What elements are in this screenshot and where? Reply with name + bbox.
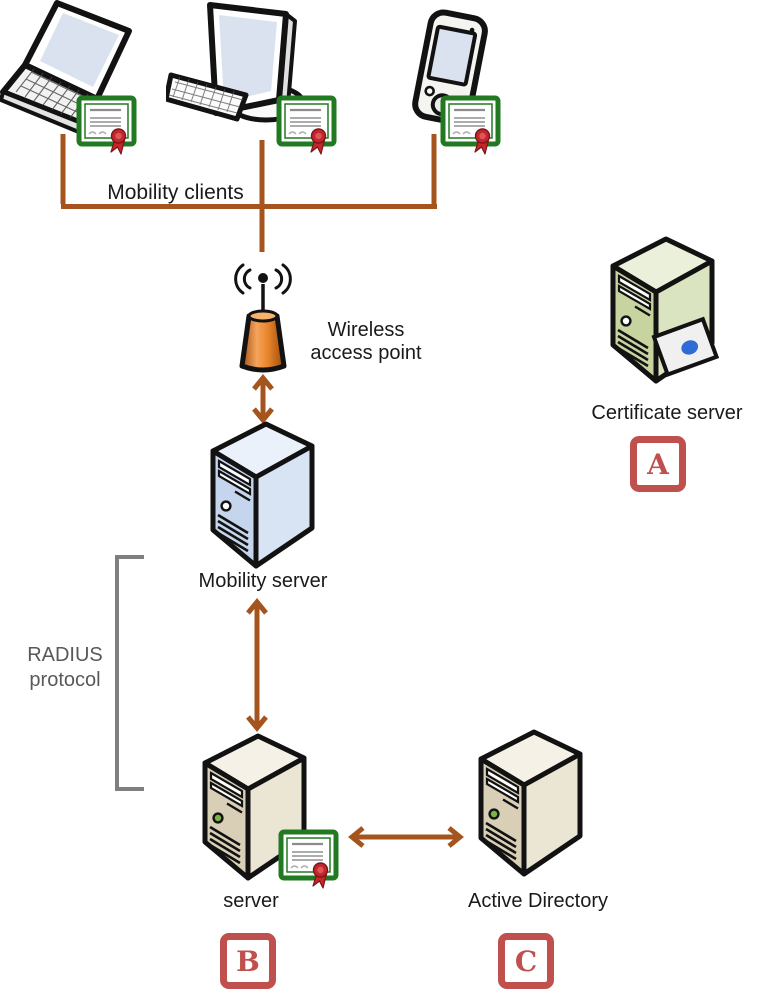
marker-a-letter: A — [647, 447, 669, 481]
radius-protocol-bracket — [115, 555, 144, 791]
wireless-access-point-icon — [234, 263, 292, 373]
marker-c-letter: C — [514, 944, 538, 978]
desktop-icon — [166, 2, 306, 123]
wireless-access-point-label: Wireless access point — [310, 319, 422, 364]
certificate-server-label: Certificate server — [591, 402, 743, 424]
ap-mobility-arrow — [252, 374, 274, 424]
certificate-icon — [276, 93, 338, 155]
active-directory-label: Active Directory — [467, 890, 609, 912]
marker-b-letter: B — [236, 944, 260, 978]
certificate-icon — [278, 827, 340, 889]
certificate-icon — [440, 93, 502, 155]
active-directory-server-icon — [474, 727, 586, 879]
radius-protocol-label: RADIUS protocol — [27, 644, 103, 691]
certificate-card-icon — [651, 316, 720, 378]
marker-b: B — [220, 933, 276, 989]
mobility-server-icon — [206, 420, 318, 570]
marker-c: C — [498, 933, 554, 989]
mobility-clients-label: Mobility clients — [107, 181, 244, 204]
radius-ad-arrow — [348, 826, 464, 848]
marker-a: A — [630, 436, 686, 492]
mobility-server-label: Mobility server — [198, 570, 328, 592]
pda-icon — [412, 9, 488, 126]
certificate-server-icon — [600, 233, 720, 399]
certificate-icon — [76, 93, 138, 155]
wifi-signal-icon — [234, 263, 292, 295]
mobility-radius-arrow — [246, 598, 268, 732]
server-label: server — [223, 890, 279, 912]
